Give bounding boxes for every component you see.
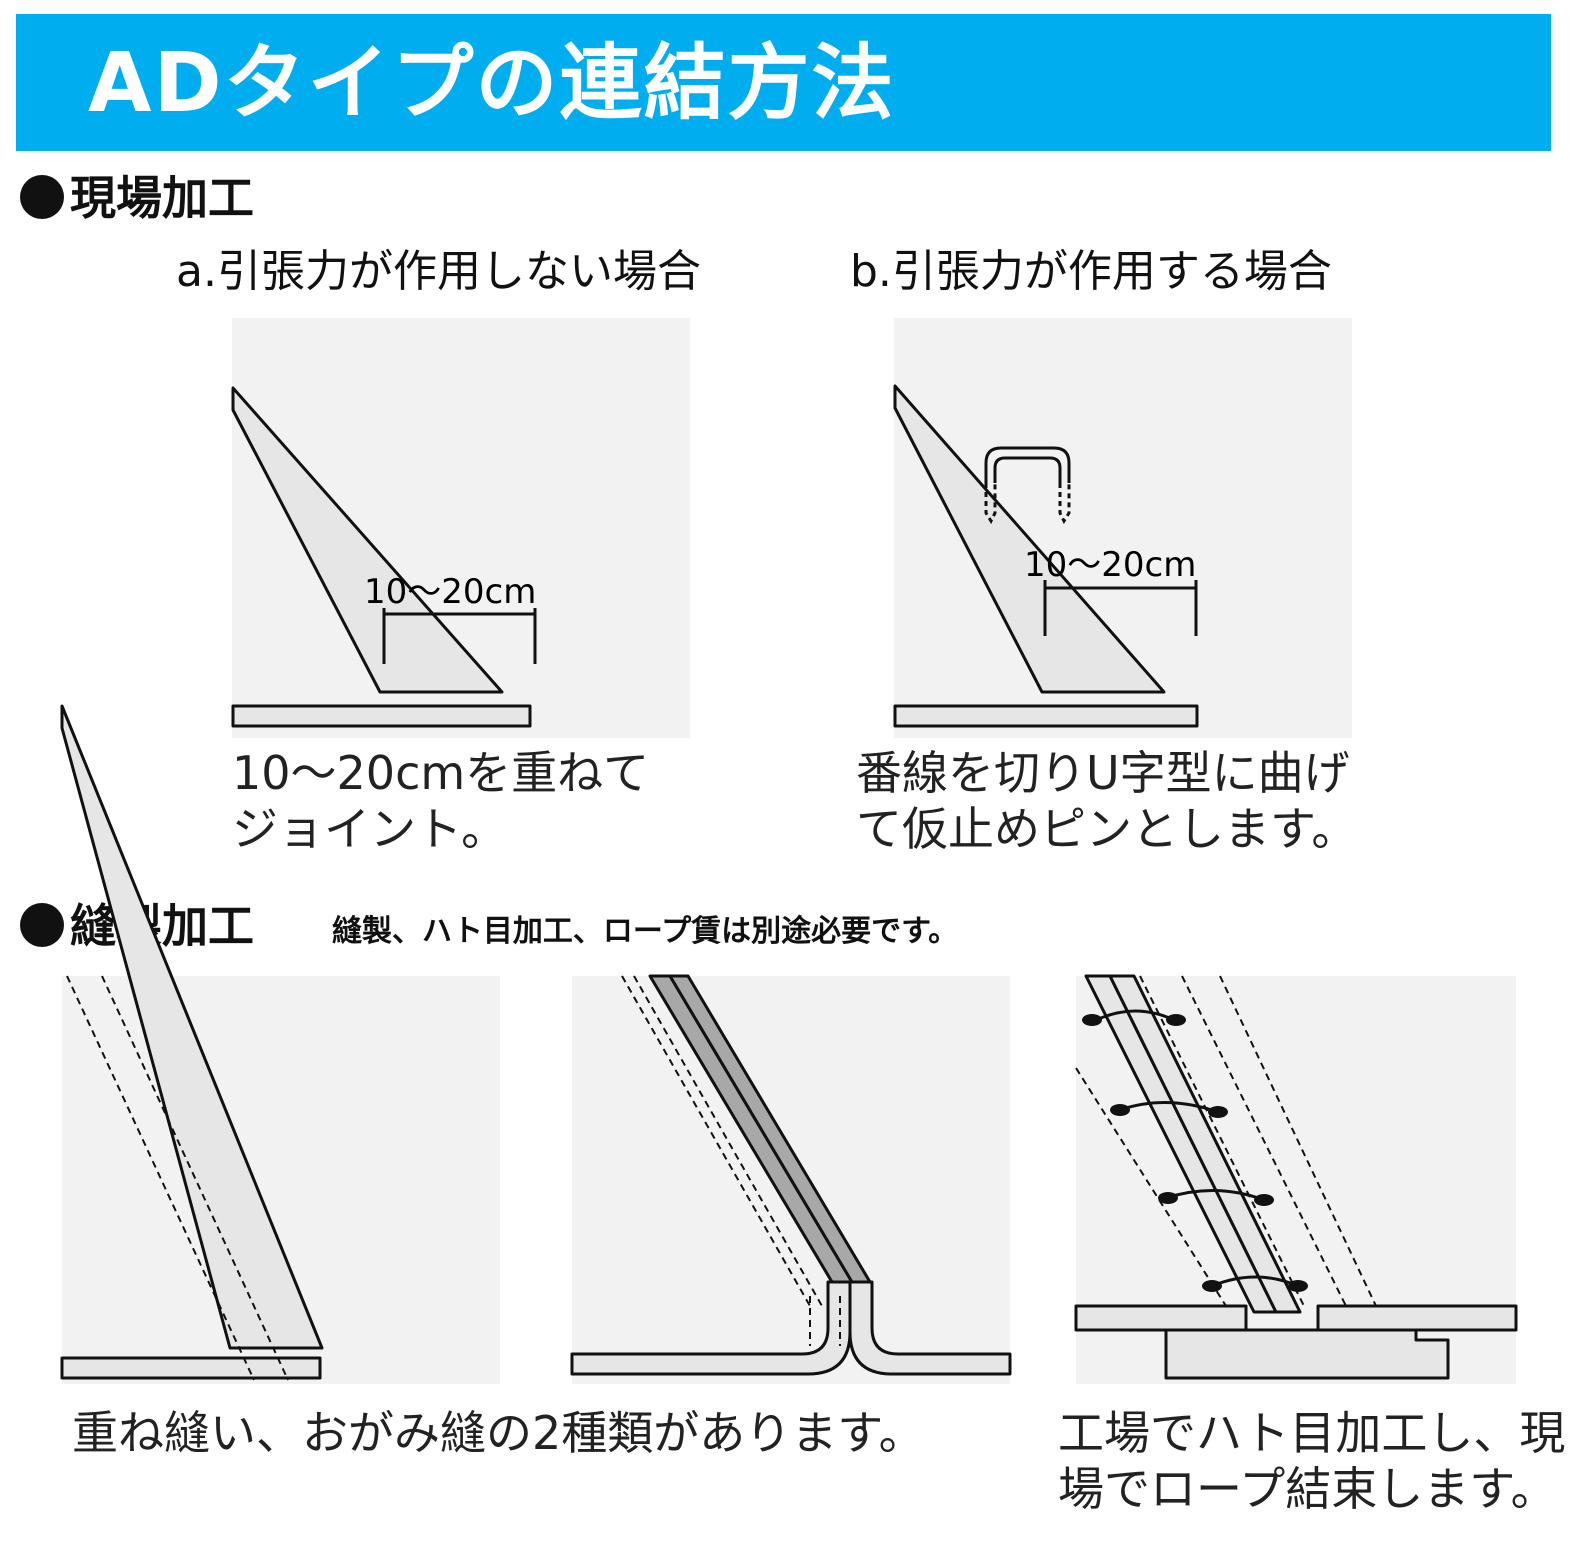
caption-a-line-1: 10～20cmを重ねて: [232, 746, 650, 800]
diagram-eyelet-rope: [1074, 974, 1518, 1384]
bullet-icon: [20, 175, 64, 219]
caption-sewing-right-line-1: 工場でハト目加工し、現: [1058, 1406, 1566, 1460]
diagram-a-overlap-joint: 10～20cm: [231, 318, 690, 738]
caption-sewing-left: 重ね縫い、おがみ縫の2種類があります。: [72, 1405, 925, 1461]
sewing-note: 縫製、ハト目加工、ロープ賃は別途必要です。: [332, 914, 959, 949]
subtitle-b: b.引張力が作用する場合: [850, 246, 1332, 297]
u-pin-icon: [984, 446, 1071, 525]
section-heading-site-text: 現場加工: [70, 171, 254, 225]
diagram-b-pinned-joint: 10～20cm: [893, 318, 1352, 738]
caption-b-line-2: て仮止めピンとします。: [856, 802, 1358, 856]
section-heading-site: 現場加工: [20, 170, 254, 226]
section-heading-sewing: 縫製加工: [20, 898, 254, 954]
subtitle-a: a.引張力が作用しない場合: [176, 246, 701, 297]
diagram-lap-seam: [60, 704, 500, 1384]
caption-a-line-2: ジョイント。: [232, 802, 508, 856]
dimension-label-a: 10～20cm: [364, 572, 536, 612]
page-title: ADタイプの連結方法: [88, 36, 896, 131]
bullet-icon: [20, 903, 64, 947]
caption-a: 10～20cmを重ねて ジョイント。: [232, 745, 649, 857]
caption-sewing-left-text: 重ね縫い、おがみ縫の2種類があります。: [72, 1406, 925, 1460]
caption-sewing-right-line-2: 場でロープ結束します。: [1058, 1462, 1557, 1516]
caption-b: 番線を切りU字型に曲げ て仮止めピンとします。: [856, 745, 1357, 857]
section-heading-sewing-text: 縫製加工: [70, 899, 254, 953]
dimension-label-b: 10～20cm: [1024, 545, 1196, 585]
caption-b-line-1: 番線を切りU字型に曲げ: [856, 746, 1350, 800]
caption-sewing-right: 工場でハト目加工し、現 場でロープ結束します。: [1058, 1405, 1565, 1517]
diagram-standing-seam: [570, 974, 1012, 1384]
title-banner: ADタイプの連結方法: [16, 14, 1551, 151]
